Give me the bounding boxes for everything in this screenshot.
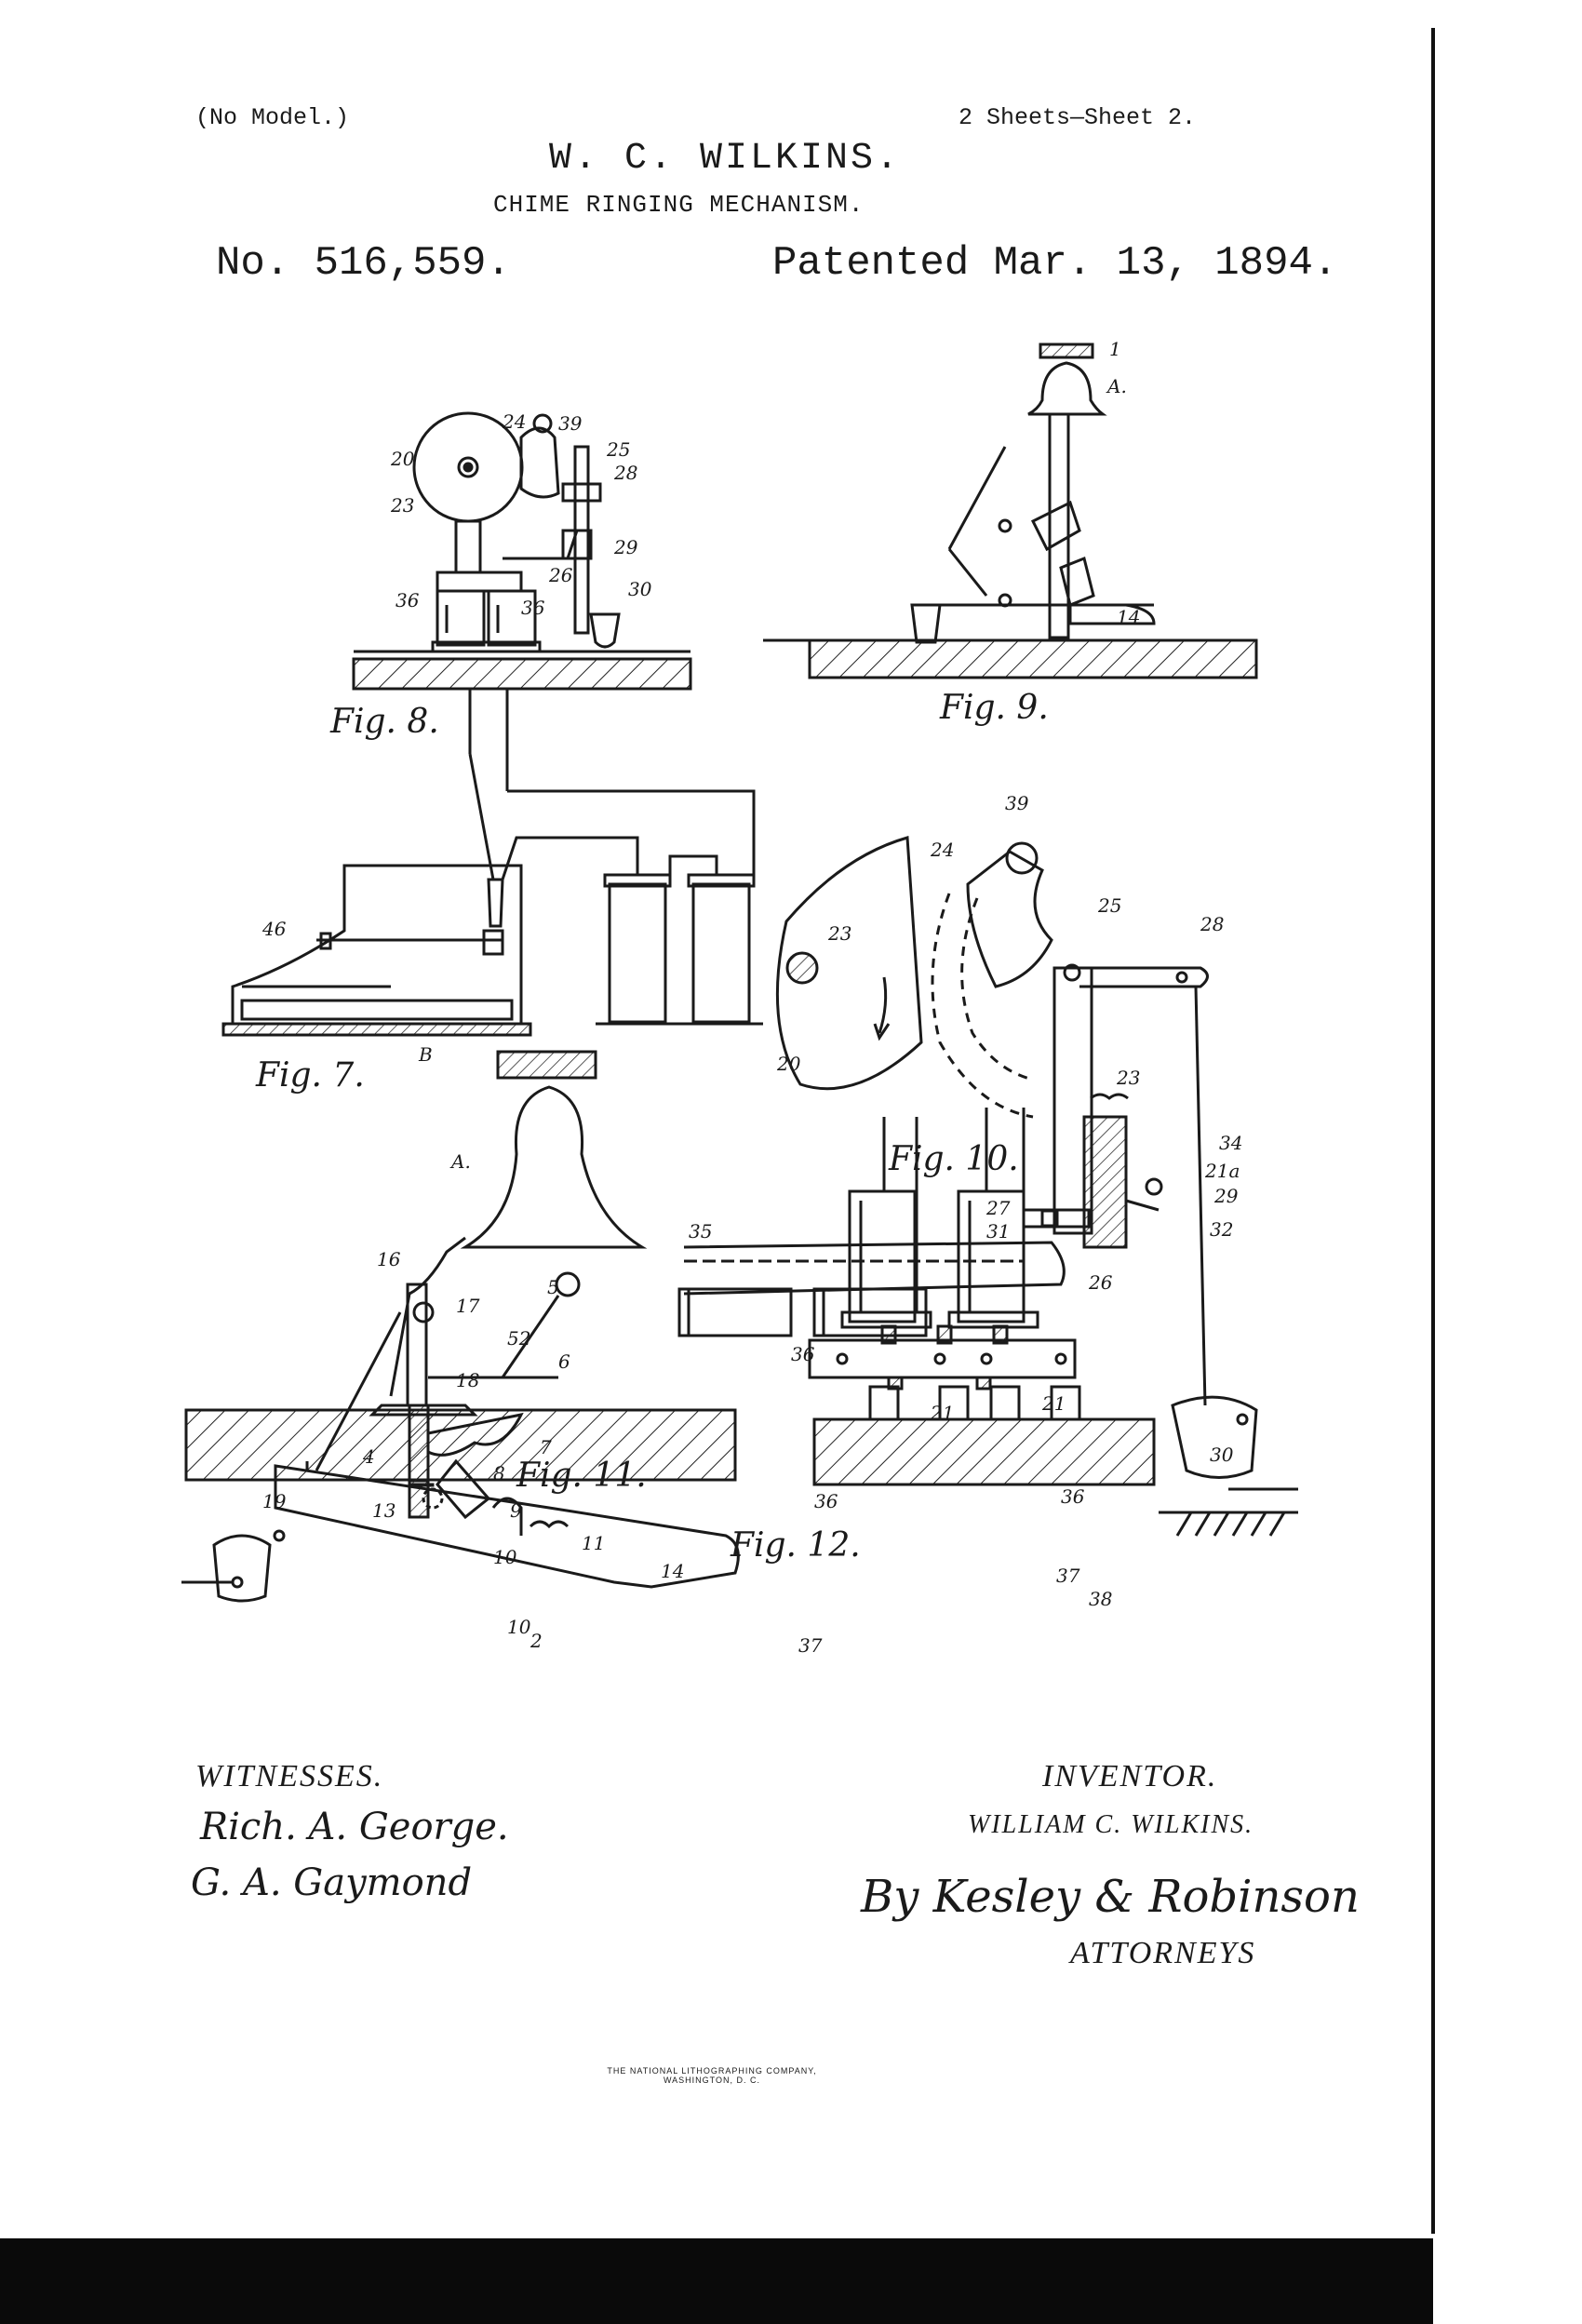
ref-21-b-fig12: 21 [1041,1392,1066,1415]
ref-29-fig8: 29 [613,536,638,558]
ref-25-fig8: 25 [606,438,630,461]
ref-4: 4 [362,1445,375,1468]
ref-17: 17 [456,1295,480,1317]
ref-36-fig10: 36 [791,1343,815,1365]
ref-30-fig8: 30 [628,578,652,600]
ref-18: 18 [456,1369,479,1391]
figure-11-drawing [181,1050,740,1603]
ref-28-fig10: 28 [1200,913,1224,935]
witnesses-label: WITNESSES. [195,1759,384,1793]
ref-31: 31 [986,1220,1010,1243]
inventor-label: INVENTOR. [1042,1759,1218,1793]
ref-5: 5 [547,1276,559,1298]
figure-7-drawing [221,753,763,1037]
ref-36b-fig8: 36 [521,597,545,619]
ref-21a: 21a [1204,1160,1240,1182]
attorneys-label: ATTORNEYS [1070,1936,1256,1970]
no-model-label: (No Model.) [195,104,350,131]
ref-37b: 37 [798,1634,823,1657]
lithographer-imprint: THE NATIONAL LITHOGRAPHING COMPANY, WASH… [558,2066,865,2085]
ref-52: 52 [507,1327,530,1350]
ref-24-fig10: 24 [930,839,954,861]
ref-26-fig8: 26 [548,564,573,586]
ref-23-fig10b: 23 [1116,1067,1140,1089]
ref-10b: 10 [507,1616,531,1638]
imprint-line-1: THE NATIONAL LITHOGRAPHING COMPANY, [607,2066,817,2075]
ref-A-fig9: A. [1106,375,1127,397]
witness-2-signature: G. A. Gaymond [191,1861,473,1904]
ref-30-fig10: 30 [1210,1444,1234,1466]
ref-11: 11 [582,1532,605,1554]
ref-7: 7 [540,1436,552,1458]
ref-29-fig10: 29 [1213,1185,1239,1207]
ref-21-a-fig12: 21 [930,1402,954,1424]
witness-1-signature: Rich. A. George. [200,1806,509,1848]
ref-20-fig10: 20 [776,1053,801,1075]
fig-8-label: Fig. 8. [330,703,439,741]
ref-14-fig11: 14 [661,1560,684,1582]
fig-11-label: Fig. 11. [516,1457,647,1495]
ref-16: 16 [377,1248,401,1270]
ref-38: 38 [1089,1588,1112,1610]
ref-1: 1 [1109,338,1121,360]
bottom-scan-band [0,2238,1433,2324]
ref-37a: 37 [1056,1565,1080,1587]
ref-34: 34 [1219,1132,1242,1154]
attorney-signature: By Kesley & Robinson [861,1871,1360,1923]
figure-12-drawing [808,1108,1156,1486]
inventor-name-heading: W. C. WILKINS. [549,138,902,180]
sheets-label: 2 Sheets—Sheet 2. [959,104,1197,131]
invention-title: CHIME RINGING MECHANISM. [493,191,865,219]
ref-20: 20 [390,448,415,470]
figure-9-drawing [763,343,1258,679]
ref-35: 35 [689,1220,712,1243]
patent-date: Patented Mar. 13, 1894. [772,240,1338,287]
ref-39-fig10: 39 [1005,792,1029,814]
ref-36a-fig12: 36 [814,1490,838,1512]
ref-9: 9 [510,1499,522,1522]
ref-39-fig8: 39 [558,412,583,435]
right-border-line [1431,28,1435,2234]
patent-drawing: 20 23 24 39 25 28 29 26 30 36 36 1 A. 14… [181,338,1298,1657]
fig-7-label: Fig. 7. [256,1056,365,1095]
fig-9-label: Fig. 9. [940,689,1049,727]
ref-2: 2 [530,1630,543,1652]
ref-36a-fig8: 36 [396,589,420,611]
ref-46: 46 [261,918,287,940]
imprint-line-2: WASHINGTON, D. C. [663,2075,760,2085]
ref-27: 27 [985,1197,1011,1219]
ref-10: 10 [493,1546,517,1568]
figure-8-drawing [352,411,692,791]
ref-14-fig9: 14 [1117,606,1140,628]
ref-19: 19 [262,1490,287,1512]
ref-28-fig8: 28 [613,462,637,484]
ref-A-fig11: A. [449,1150,471,1173]
ref-26-fig10: 26 [1088,1271,1113,1294]
ref-23-fig10a: 23 [827,922,851,945]
ref-8: 8 [493,1462,505,1484]
fig-12-label: Fig. 12. [731,1526,861,1565]
ref-13: 13 [372,1499,396,1522]
ref-25-fig10: 25 [1097,894,1121,917]
ref-32: 32 [1210,1218,1233,1241]
ref-24-fig8: 24 [502,410,526,433]
ref-B: B [418,1043,433,1066]
ref-6: 6 [558,1350,570,1373]
inventor-signature: WILLIAM C. WILKINS. [968,1810,1254,1839]
patent-number: No. 516,559. [216,240,511,287]
ref-36b-fig12: 36 [1061,1485,1085,1508]
fig-10-label: Fig. 10. [889,1140,1019,1178]
ref-23-fig8: 23 [390,494,414,517]
